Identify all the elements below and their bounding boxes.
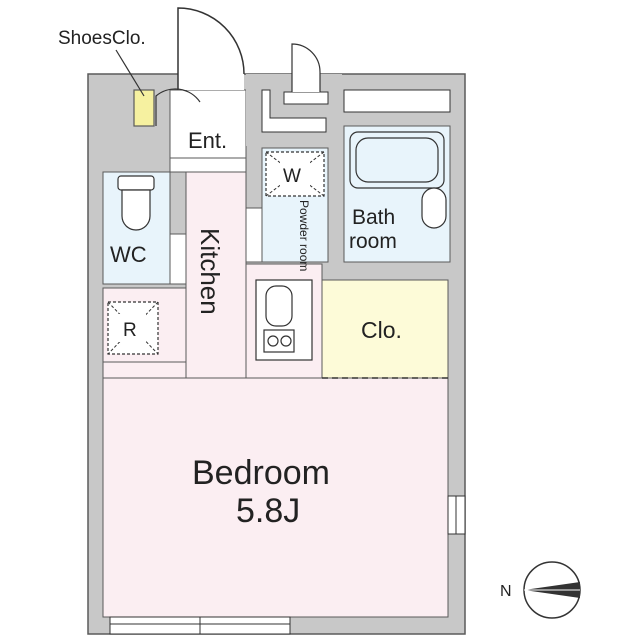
- washer-label: W: [283, 166, 301, 187]
- wc-label: WC: [110, 242, 147, 267]
- bedroom-size-label: 5.8J: [236, 492, 300, 530]
- shoes-leader-line: [115, 49, 145, 97]
- washer-label-bg: [280, 160, 310, 188]
- toilet-bowl: [121, 189, 151, 231]
- closet-label: Clo.: [361, 317, 402, 343]
- bedroom-label: Bedroom: [192, 454, 330, 492]
- powder-door: [245, 207, 263, 263]
- shoe-door-swing: [155, 88, 201, 126]
- powder-room-label: Powder room: [297, 200, 311, 271]
- refrigerator-label: R: [123, 320, 137, 341]
- bath-label-line1: Bath: [352, 206, 395, 229]
- kitchen-label: Kitchen: [195, 228, 225, 315]
- bath-label-line2: room: [349, 230, 397, 253]
- entrance-step: [169, 157, 247, 173]
- shoes-closet: [133, 89, 155, 127]
- toilet-tank: [117, 175, 155, 191]
- compass-north-label: N: [500, 583, 512, 600]
- shaft-partition: [261, 89, 327, 133]
- shaft-door: [283, 91, 329, 105]
- compass-icon: N: [500, 561, 581, 619]
- burner-right: [280, 335, 292, 347]
- refrigerator-label-bg: [118, 314, 146, 342]
- wc-door: [169, 233, 187, 285]
- entrance-label: Ent.: [188, 128, 227, 153]
- shaft-door-swing: [291, 43, 321, 92]
- bath-sink: [421, 187, 447, 229]
- entrance-door: [177, 7, 245, 90]
- shoes-closet-label: ShoesClo.: [58, 28, 146, 49]
- top-window: [343, 89, 451, 113]
- burner-left: [267, 335, 279, 347]
- kitchen-sink: [265, 285, 293, 327]
- bathtub-basin: [355, 137, 439, 183]
